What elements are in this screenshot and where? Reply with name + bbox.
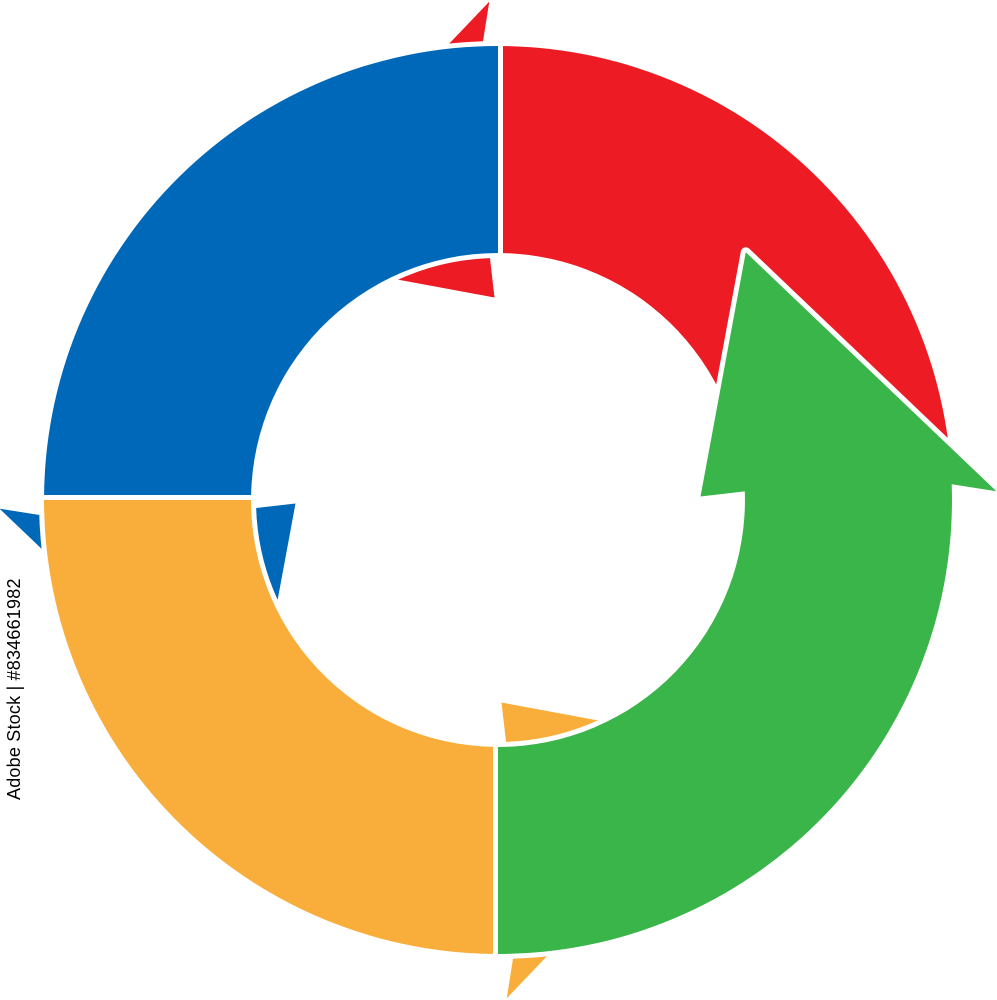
stock-id-text: Adobe Stock | #834661982: [4, 578, 24, 800]
green-arrow: [493, 247, 997, 959]
